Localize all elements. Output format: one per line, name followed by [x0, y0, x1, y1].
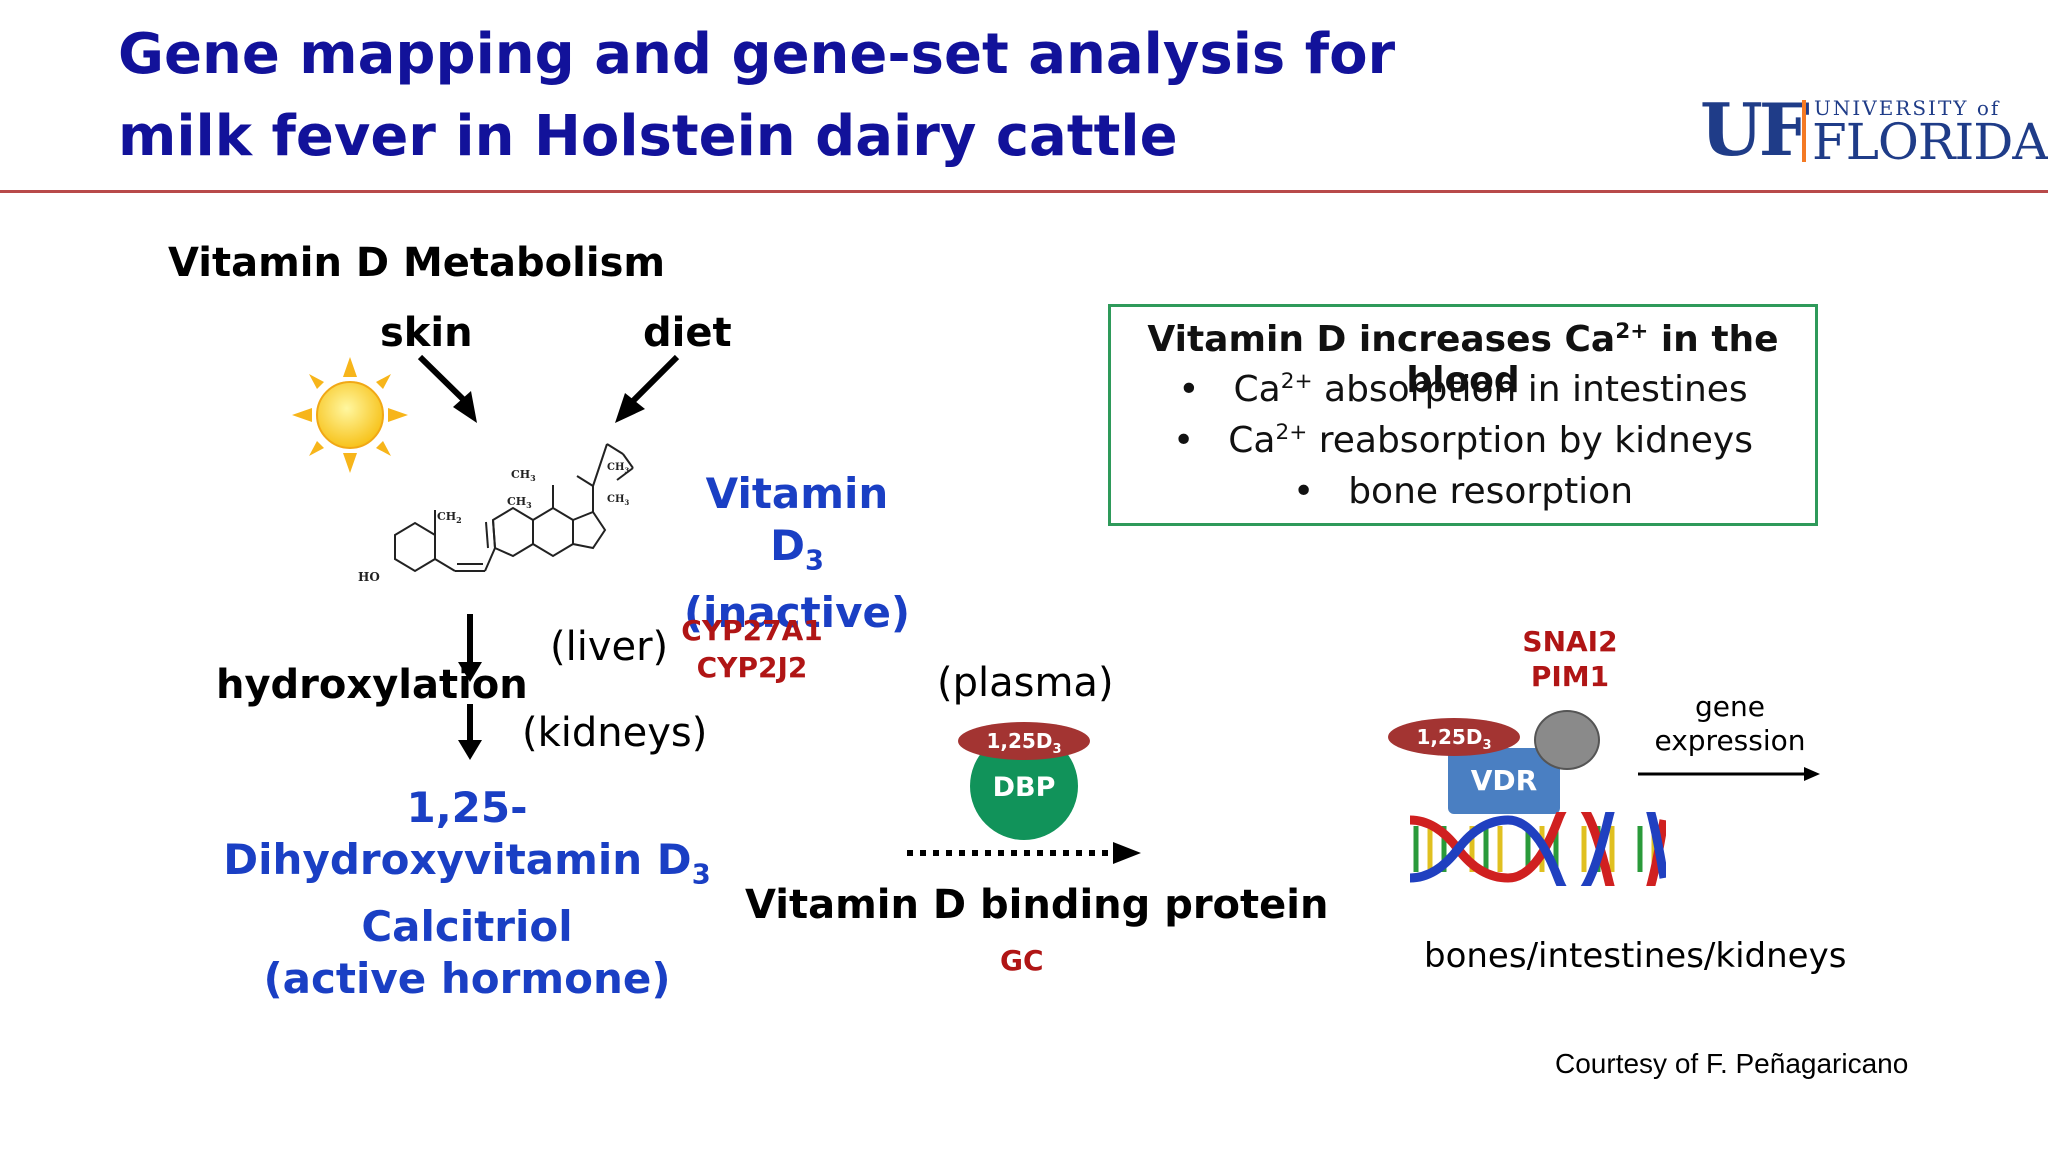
molecule-ho-label: HO — [358, 570, 380, 584]
inactive-label: (inactive) — [683, 588, 911, 638]
gene-expression-arrow — [1638, 767, 1820, 781]
gene-cyp2j2: CYP2J2 — [696, 651, 808, 684]
credit-label: Courtesy of F. Peñagaricano — [1555, 1048, 1909, 1079]
liver-genes: CYP27A1 CYP2J2 — [672, 612, 832, 686]
kidneys-label: (kidneys) — [522, 710, 708, 756]
title-line-1: Gene mapping and gene-set analysis for — [118, 22, 1396, 87]
title-divider — [0, 190, 2048, 193]
diet-arrow-icon — [615, 354, 680, 423]
hydroxylation-arrows — [458, 614, 482, 760]
binding-protein-label: Vitamin D binding protein — [745, 882, 1329, 928]
molecule-icon: HO CH2 CH3 CH3 CH3 CH3 — [358, 443, 634, 584]
sun-icon — [292, 357, 408, 473]
target-genes: SNAI2 PIM1 — [1490, 624, 1650, 694]
dna-helix-icon — [1409, 812, 1666, 886]
logo-university-of: UNIVERSITY of — [1814, 96, 2001, 120]
plasma-label: (plasma) — [937, 660, 1114, 706]
box-bullet-3: •bone resorption — [1292, 471, 1634, 512]
uf-logo: UF UNIVERSITY of FLORIDA — [1700, 87, 2048, 172]
skin-label: skin — [380, 310, 473, 356]
diet-label: diet — [643, 310, 732, 356]
slide-title: Gene mapping and gene-set analysis for m… — [118, 14, 1395, 178]
molecule-ch3-top-label: CH3 — [511, 468, 536, 483]
molecule-ch2-label: CH2 — [437, 510, 462, 525]
diagram-heading: Vitamin D Metabolism — [168, 240, 666, 286]
tissues-label: bones/intestines/kidneys — [1424, 936, 1847, 976]
hydroxylation-label: hydroxylation — [216, 662, 528, 708]
vitamin-d-effects-box: Vitamin D increases Ca2+ in the blood •C… — [1108, 304, 1818, 526]
box-bullet-2: •Ca2+ reabsorption by kidneys — [1173, 420, 1753, 461]
skin-arrow-icon — [417, 354, 477, 423]
logo-florida: FLORIDA — [1812, 113, 2048, 171]
coactivator-circle — [1534, 710, 1600, 770]
vdr-label: VDR — [1470, 764, 1538, 797]
dbp-label: DBP — [992, 772, 1056, 803]
vitamin-d3-label: Vitamin D3 (inactive) — [672, 468, 922, 639]
dbp-ligand-pill: 1,25D3 — [958, 722, 1090, 760]
box-title: Vitamin D increases Ca2+ in the blood — [1147, 319, 1779, 401]
logo-uf: UF — [1700, 87, 1810, 172]
title-line-2: milk fever in Holstein dairy cattle — [118, 104, 1178, 169]
liver-label: (liver) — [550, 624, 669, 670]
gene-pim1: PIM1 — [1530, 660, 1610, 693]
molecule-ch3-right-label: CH3 — [607, 462, 629, 475]
molecule-ch3-mid-label: CH3 — [507, 495, 532, 510]
gene-cyp27a1: CYP27A1 — [681, 614, 823, 647]
gene-gc: GC — [1000, 944, 1044, 977]
gene-snai2: SNAI2 — [1522, 625, 1618, 658]
box-bullet-1: •Ca2+ absorption in intestines — [1178, 369, 1748, 410]
gene-expression-label: gene expression — [1654, 690, 1806, 757]
calcitriol-label: 1,25- Dihydroxyvitamin D3 Calcitriol (ac… — [223, 783, 711, 1004]
vdr-ligand-pill: 1,25D3 — [1388, 718, 1520, 756]
logo-divider — [1802, 100, 1806, 162]
transport-arrow — [907, 842, 1141, 864]
molecule-ch3-far-label: CH3 — [607, 494, 629, 507]
